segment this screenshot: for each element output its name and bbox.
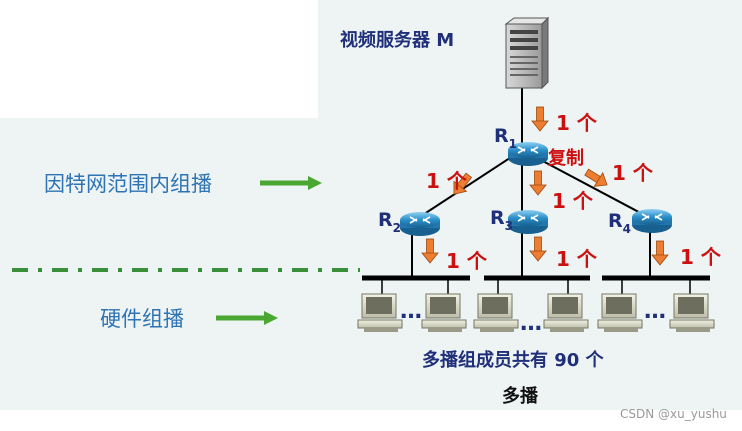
count-label: 1 个	[556, 111, 598, 135]
green-arrow-icon	[260, 176, 322, 190]
count-label: 1 个	[426, 169, 468, 193]
orange-arrow-icon	[531, 106, 549, 132]
router-letter: R	[608, 210, 623, 232]
orange-arrow-icon	[529, 170, 547, 196]
ellipsis-dots: …	[520, 311, 542, 336]
link-r1-r2	[411, 149, 523, 223]
pc-icon	[357, 293, 403, 333]
pc-icon	[669, 293, 715, 333]
top-white-area	[0, 0, 318, 118]
pc-icon	[597, 293, 643, 333]
router-subscript: 3	[505, 219, 513, 233]
orange-arrow-right-icon	[582, 164, 612, 193]
members-caption: 多播组成员共有 90 个	[422, 349, 605, 371]
count-label: 1 个	[552, 189, 594, 213]
router-letter: R	[494, 125, 509, 147]
diagram-title: 多播	[502, 385, 539, 407]
router-r3-icon	[507, 209, 549, 235]
router-subscript: 4	[623, 222, 631, 236]
router-letter: R	[490, 207, 505, 229]
router-r2-label: R2	[378, 209, 401, 235]
orange-arrow-icon	[421, 238, 439, 264]
pc-icon	[543, 293, 589, 333]
green-arrow-icon	[216, 311, 278, 325]
ellipsis-dots: …	[400, 299, 422, 324]
router-subscript: 2	[393, 221, 401, 235]
router-subscript: 1	[509, 137, 517, 151]
pc-icon	[421, 293, 467, 333]
pc-icon	[473, 293, 519, 333]
router-r3-label: R3	[490, 207, 513, 233]
count-label: 1 个	[556, 247, 598, 271]
server-icon	[504, 16, 550, 90]
count-label: 1 个	[680, 245, 722, 269]
router-r1-label: R1	[494, 125, 517, 151]
count-label: 1 个	[446, 249, 488, 273]
orange-arrow-icon	[529, 236, 547, 262]
router-r2-icon	[399, 211, 441, 237]
count-label: 1 个	[612, 161, 654, 185]
router-r4-icon	[631, 208, 673, 234]
internet-multicast-label: 因特网范围内组播	[44, 172, 212, 196]
orange-arrow-icon	[651, 240, 669, 266]
hardware-multicast-label: 硬件组播	[100, 307, 184, 331]
router-r4-label: R4	[608, 210, 631, 236]
copy-label: 复制	[547, 147, 584, 169]
ellipsis-dots: …	[644, 299, 666, 324]
server-label: 视频服务器 M	[340, 29, 454, 51]
watermark: CSDN @xu_yushu	[620, 407, 727, 421]
router-letter: R	[378, 209, 393, 231]
